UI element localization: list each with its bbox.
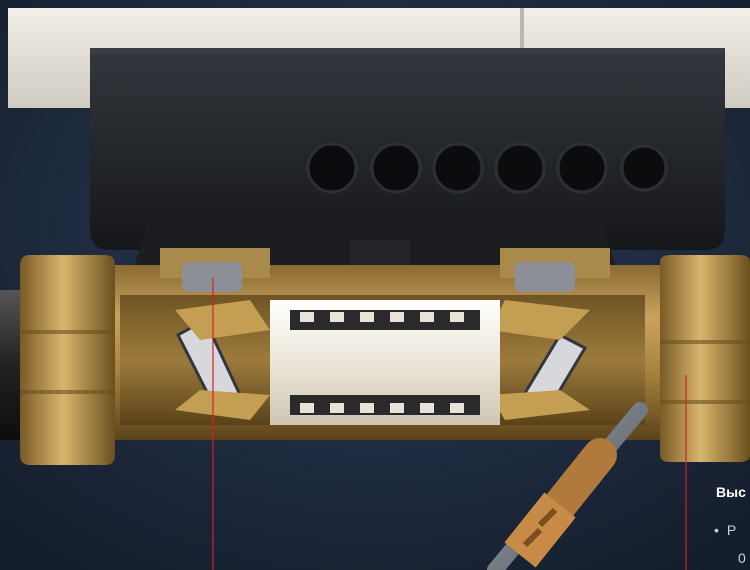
cable-port: [306, 142, 358, 194]
transducer-right: [515, 262, 575, 292]
union-nut-left: [20, 255, 115, 465]
cable-port: [620, 144, 668, 192]
cable-port: [432, 142, 484, 194]
caption-bullet: •Р: [714, 522, 750, 538]
caption-heading: Выс: [716, 484, 746, 500]
cable-port: [494, 142, 546, 194]
cable-port: [370, 142, 422, 194]
cable-port: [556, 142, 608, 194]
union-nut-right: [660, 255, 750, 462]
meter-body: [100, 248, 660, 440]
sensor-cable: [487, 402, 648, 570]
bullet-dot-icon: •: [714, 522, 719, 538]
caption-bullet-text: Р: [726, 522, 737, 538]
transducer-left: [182, 262, 242, 292]
caption-bullet-text-2: 0: [738, 550, 746, 566]
